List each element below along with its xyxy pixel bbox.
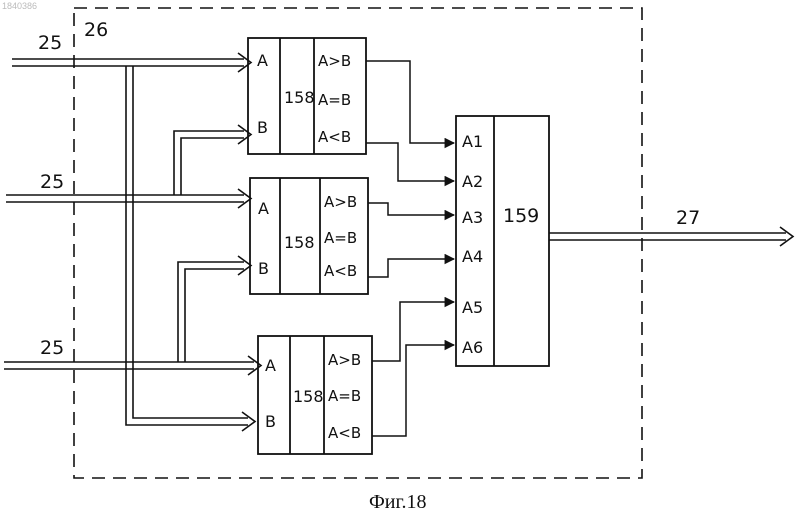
enclosure-frame [74, 8, 642, 478]
comparator-top-in-a: A [257, 51, 268, 70]
comparator-middle-out-gt: A>B [324, 193, 357, 211]
input-label-2: 25 [40, 171, 64, 193]
logic-block-in-a2: A2 [462, 172, 483, 191]
corner-id: 1840386 [2, 1, 37, 11]
comparator-middle-in-b: B [258, 259, 269, 278]
input-label-1: 25 [38, 32, 62, 54]
enclosure-label: 26 [84, 19, 108, 41]
comparator-bottom-out-gt: A>B [328, 351, 361, 369]
input-label-3: 25 [40, 337, 64, 359]
logic-block-id: 159 [503, 205, 539, 227]
signal-wires [366, 61, 454, 436]
output-label: 27 [676, 207, 700, 229]
logic-block-in-a5: A5 [462, 298, 483, 317]
input-bus-top [12, 53, 251, 72]
comparator-middle-out-eq: A=B [324, 229, 357, 247]
bus-bottom-to-middle-b [178, 256, 251, 362]
output-bus [549, 227, 793, 246]
comparator-bottom-id: 158 [293, 387, 324, 406]
comparator-top-out-lt: A<B [318, 128, 351, 146]
comparator-bottom-in-a: A [265, 356, 276, 375]
comparator-top-out-gt: A>B [318, 52, 351, 70]
comparator-top-id: 158 [284, 88, 315, 107]
logic-block-in-a3: A3 [462, 208, 483, 227]
logic-block-in-a1: A1 [462, 132, 483, 151]
logic-block [456, 116, 549, 366]
comparator-middle-id: 158 [284, 233, 315, 252]
bus-top-to-bottom-b [126, 66, 255, 431]
comparator-middle-in-a: A [258, 199, 269, 218]
logic-block-in-a6: A6 [462, 338, 483, 357]
comparator-middle-out-lt: A<B [324, 262, 357, 280]
comparator-top-in-b: B [257, 118, 268, 137]
comparator-bottom-out-eq: A=B [328, 387, 361, 405]
logic-block-in-a4: A4 [462, 247, 483, 266]
comparator-top-out-eq: A=B [318, 91, 351, 109]
comparator-bottom-in-b: B [265, 412, 276, 431]
bus-middle-to-top-b [174, 125, 251, 195]
comparator-bottom-out-lt: A<B [328, 424, 361, 442]
figure-caption: Фиг.18 [369, 491, 426, 513]
